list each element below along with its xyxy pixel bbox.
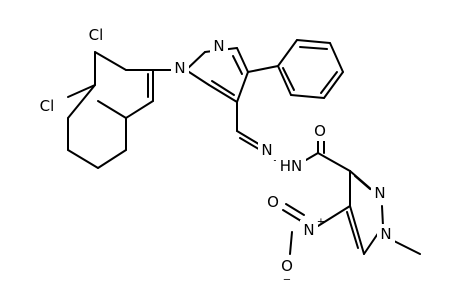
- atom-cl-top-label: Cl: [89, 26, 104, 44]
- bond: [329, 42, 344, 73]
- bond: [67, 84, 96, 119]
- atom-n-hydrazone-1-label: N: [261, 141, 272, 159]
- atom-nh-hydrazone-2: HN: [276, 156, 306, 176]
- bond: [289, 231, 293, 255]
- bond: [349, 205, 365, 255]
- bond: [236, 130, 263, 147]
- bond: [211, 80, 235, 96]
- bond: [208, 84, 238, 103]
- bond: [67, 84, 96, 98]
- bond: [323, 71, 344, 99]
- bond: [97, 149, 127, 169]
- bond: [94, 51, 127, 71]
- bond: [277, 39, 298, 67]
- bond: [277, 65, 292, 96]
- bond: [320, 71, 338, 94]
- atom-cl-top: Cl: [83, 25, 109, 45]
- atom-n-pyrazole2-a-label: N: [374, 184, 385, 202]
- bond: [346, 211, 359, 249]
- atom-n-pyrazole1-b: N: [210, 36, 228, 56]
- atom-n-hydrazone-1: N: [258, 140, 276, 160]
- bond: [236, 71, 249, 103]
- bond: [97, 100, 127, 119]
- bond: [282, 67, 295, 91]
- atom-n-nitro-label: N: [303, 221, 314, 239]
- bond: [125, 100, 154, 119]
- atom-n-pyrazole1-a-label: N: [174, 59, 185, 77]
- atom-o-carbonyl: O: [311, 121, 329, 141]
- atom-o-nitro-2-label: O: [281, 257, 293, 275]
- bond: [381, 205, 384, 227]
- bond: [185, 69, 210, 86]
- bond: [317, 205, 351, 227]
- atom-o-carbonyl-label: O: [314, 122, 326, 140]
- bond: [296, 39, 331, 44]
- atom-n-pyrazole2-a: N: [371, 183, 389, 203]
- atom-n-pyrazole1-b-label: N: [213, 37, 224, 55]
- bond: [67, 149, 99, 169]
- atom-o-nitro-1: O: [264, 192, 282, 212]
- bond: [305, 152, 319, 161]
- atom-n-nitro: N +: [300, 217, 325, 240]
- atom-n-pyrazole1-a: N: [171, 58, 189, 78]
- atom-cl-left-label: Cl: [40, 97, 55, 115]
- bond: [282, 209, 302, 222]
- charge-minus: −: [283, 275, 291, 286]
- bond: [290, 94, 325, 99]
- atom-cl-left: Cl: [34, 96, 60, 116]
- bond: [236, 47, 249, 73]
- bond: [232, 55, 243, 75]
- charge-plus: +: [317, 217, 325, 228]
- bond-layer: [67, 39, 421, 255]
- atom-n-pyrazole2-b-label: N: [380, 225, 391, 243]
- atom-o-nitro-1-label: O: [267, 193, 279, 211]
- atom-label-layer: Cl Cl N N N HN O N: [34, 25, 395, 286]
- atom-n-pyrazole2-b: N: [377, 224, 395, 244]
- bond: [299, 46, 328, 50]
- atom-o-nitro-2: O −: [278, 256, 296, 286]
- bond: [354, 175, 371, 190]
- bond: [391, 239, 421, 255]
- atom-nh-hydrazone-2-label: HN: [280, 157, 303, 175]
- bond: [247, 65, 279, 73]
- bond: [285, 203, 305, 216]
- bond: [185, 51, 206, 71]
- bond: [317, 152, 351, 172]
